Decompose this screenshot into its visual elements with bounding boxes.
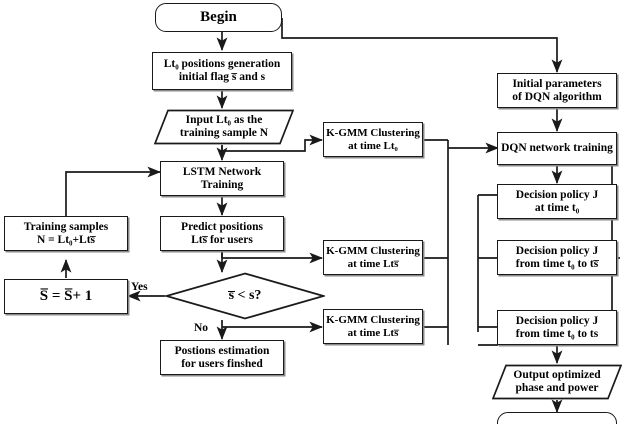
node-dqn-init[interactable]: Initial parameters of DQN algorithm xyxy=(497,73,617,108)
node-kgmm-ts1[interactable]: K-GMM Clustering at time Lts̅ xyxy=(323,240,423,275)
node-output-optimized[interactable]: Output optimized phase and power xyxy=(492,364,622,400)
node-policy-t0-line2: at time t₀ xyxy=(534,201,580,214)
node-decision[interactable]: s̅ < s? xyxy=(165,272,325,320)
node-dqn-init-line1: Initial parameters xyxy=(512,77,602,90)
node-policy-t0-ts2-line1: Decision policy J xyxy=(515,314,599,327)
edge-label-yes: Yes xyxy=(131,281,148,293)
node-output-optimized-line2: phase and power xyxy=(515,382,599,394)
node-lstm-training[interactable]: LSTM Network Training xyxy=(160,161,284,196)
decision-shape xyxy=(165,272,325,320)
node-input-sample-line1: Input Lt₀ as the xyxy=(185,114,263,127)
node-policy-t0-ts2[interactable]: Decision policy J from time t₀ to ts xyxy=(497,310,617,345)
node-lstm-training-line2: Training xyxy=(200,178,244,191)
node-policy-t0-ts-line2: from time t₀ to ts̅ xyxy=(515,257,599,270)
edge-begin-to-dqn-init xyxy=(281,18,563,74)
node-predict-positions-line1: Predict positions xyxy=(181,220,263,233)
edge-samples-to-lstm xyxy=(65,166,162,216)
node-dqn-training-label: DQN network training xyxy=(501,142,613,155)
node-positions-finished[interactable]: Postions estimation for users finshed xyxy=(160,340,284,375)
node-policy-t0-ts-line1: Decision policy J xyxy=(515,244,599,257)
node-dqn-training[interactable]: DQN network training xyxy=(497,132,617,165)
node-input-sample[interactable]: Input Lt₀ as the training sample N xyxy=(154,109,294,145)
node-policy-t0-ts2-line2: from time t₀ to ts xyxy=(515,327,599,340)
node-increment-label: S̅ = S̅+ 1 xyxy=(39,288,93,305)
node-policy-t0-ts[interactable]: Decision policy J from time t₀ to ts̅ xyxy=(497,240,617,275)
node-kgmm-ts1-line1: K-GMM Clustering xyxy=(326,245,420,258)
node-kgmm-ts2-line1: K-GMM Clustering xyxy=(326,314,420,327)
node-output-optimized-line1: Output optimized xyxy=(513,369,601,382)
output-optimized-shape xyxy=(492,364,622,400)
node-kgmm-t0-line1: K-GMM Clustering xyxy=(326,127,420,140)
node-policy-t0-line1: Decision policy J xyxy=(515,188,599,201)
node-increment[interactable]: S̅ = S̅+ 1 xyxy=(4,279,128,314)
node-positions-generation-line1: Lt₀ positions generation xyxy=(163,58,281,71)
node-training-samples[interactable]: Training samples N = Lt₀+Lts̅ xyxy=(4,216,128,251)
input-sample-shape xyxy=(154,109,294,145)
node-predict-positions[interactable]: Predict positions Lts̅ for users xyxy=(160,216,284,251)
node-kgmm-ts2[interactable]: K-GMM Clustering at time Lts̅ xyxy=(323,309,423,344)
node-training-samples-line2: N = Lt₀+Lts̅ xyxy=(36,233,96,246)
node-kgmm-ts1-line2: at time Lts̅ xyxy=(347,257,399,270)
node-begin[interactable]: Begin xyxy=(155,3,282,32)
node-decision-label: s̅ < s? xyxy=(228,288,262,303)
edge-input-to-kgmm-t0 xyxy=(221,134,324,152)
node-kgmm-ts2-line2: at time Lts̅ xyxy=(347,326,399,339)
node-dqn-init-line2: of DQN algorithm xyxy=(512,90,602,103)
node-policy-t0[interactable]: Decision policy J at time t₀ xyxy=(497,184,617,219)
node-positions-finished-line1: Postions estimation xyxy=(174,344,270,357)
node-kgmm-t0[interactable]: K-GMM Clustering at time Lt₀ xyxy=(323,122,423,157)
node-lstm-training-line1: LSTM Network xyxy=(182,165,262,178)
node-positions-finished-line2: for users finshed xyxy=(181,357,263,370)
node-kgmm-t0-line2: at time Lt₀ xyxy=(348,139,398,152)
node-training-samples-line1: Training samples xyxy=(23,220,109,233)
node-end[interactable] xyxy=(497,412,617,424)
node-predict-positions-line2: Lts̅ for users xyxy=(191,233,253,246)
node-input-sample-line2: training sample N xyxy=(179,127,269,139)
edge-label-no: No xyxy=(194,322,209,334)
node-begin-label: Begin xyxy=(200,9,237,26)
node-positions-generation[interactable]: Lt₀ positions generation initial flag s̅… xyxy=(152,52,292,90)
node-positions-generation-line2: initial flag s̅ and s xyxy=(178,71,266,83)
